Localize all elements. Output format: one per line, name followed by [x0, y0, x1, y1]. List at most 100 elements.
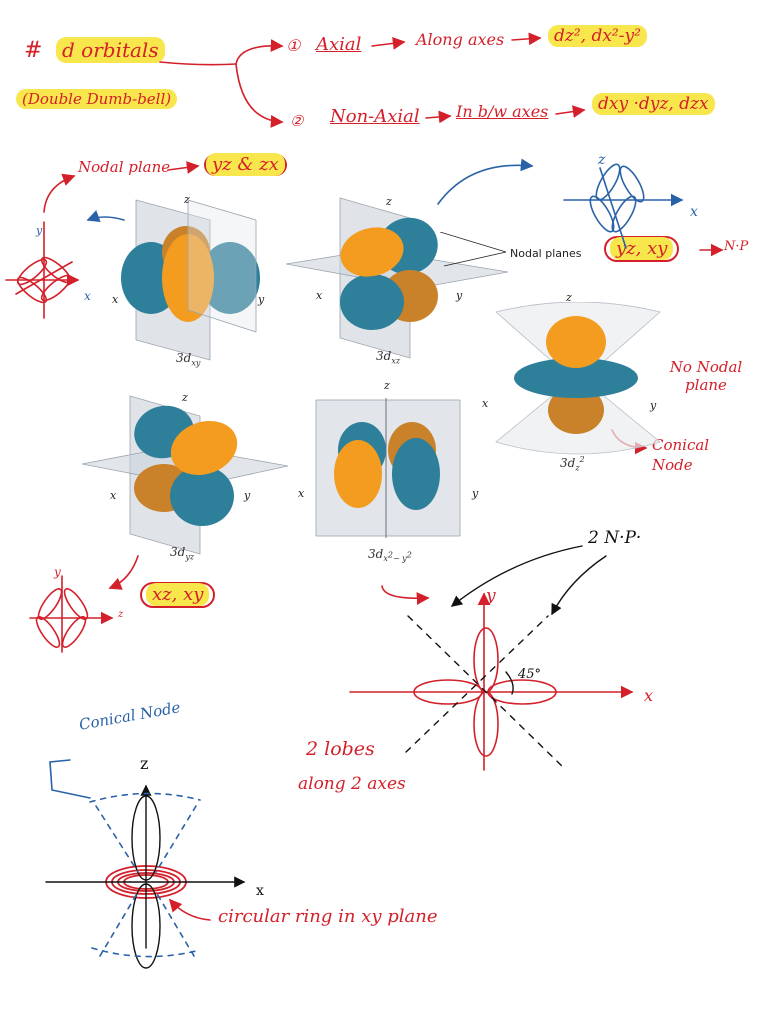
dxy-star-sketch: [5, 221, 80, 319]
dz2-caption-main: 3d: [560, 456, 576, 470]
dx2y2-sketch: [349, 592, 634, 771]
np-abbrev: N·P: [724, 239, 749, 254]
b1-arrow-a: [371, 37, 406, 50]
dz2-sketch-upper-lobe: [131, 795, 161, 881]
dyz-np-value: xz, xy: [140, 582, 216, 608]
dx2y2-axis-z: z: [384, 379, 390, 392]
conical-node-note: Conical Node: [652, 436, 710, 474]
dz2-axis-y: y: [650, 399, 657, 412]
subtitle-text: (Double Dumb-bell): [16, 89, 178, 109]
dxy-sketch-x: x: [84, 289, 91, 303]
dx2y2-sketch-y-label: y: [486, 586, 496, 606]
branch2-orbitals-text: dxy ·dyz, dzx: [592, 93, 715, 115]
title-text: d orbitals: [56, 37, 165, 63]
lobes-note-2: along 2 axes: [298, 774, 406, 794]
dxy-axis-z: z: [184, 193, 190, 206]
dz2-axis-x: x: [482, 397, 489, 410]
orbital-3dx2y2: [315, 398, 461, 538]
dz2-caption-sub: z: [575, 463, 580, 473]
two-np-arrow-right: [551, 555, 607, 616]
branch2-number: ②: [290, 112, 304, 130]
title-hash: #: [24, 38, 43, 63]
title: d orbitals: [56, 37, 165, 63]
b2-arrow-b: [555, 105, 586, 118]
dz2-caption: 3dz2: [560, 456, 585, 472]
dxz-axis-x: x: [316, 289, 323, 302]
dx2y2-caption: 3dx2− y2: [368, 548, 412, 563]
dx2y2-small-arrow: [381, 585, 430, 605]
orbital-3dxz: [286, 197, 508, 359]
dz2-caption-sup: 2: [579, 455, 585, 464]
orbital-3dz2: [495, 302, 661, 455]
dx2y2-sub-sup2: 2: [406, 550, 412, 560]
dyz-sketch-y: y: [53, 565, 61, 579]
b1-arrow-b: [511, 32, 542, 46]
dx2y2-sub-mid: − y: [392, 554, 407, 564]
b2-arrow-a: [425, 110, 452, 124]
nodal-plane-value-text: yz & zx: [206, 153, 285, 176]
dz2-sketch-lower-lobe: [131, 883, 161, 969]
nodal-plane-arrow: [167, 161, 200, 174]
dx2y2-dashed-planes: [405, 615, 567, 771]
branch1-type: Axial: [316, 34, 362, 55]
dyz-axis-x: x: [110, 489, 117, 502]
angle-arc: [505, 671, 514, 695]
conical-dashed-lines: [89, 792, 201, 958]
branch2-orbitals: dxy ·dyz, dzx: [592, 93, 715, 115]
branch1-arrow: [235, 39, 284, 65]
no-nodal-plane-note: No Nodal plane: [669, 358, 743, 394]
dx2y2-axis-y: y: [472, 487, 479, 500]
orbital-3dxy: [121, 199, 260, 361]
dxz-blue-arrow: [437, 158, 534, 205]
dyz-axis-z: z: [182, 391, 188, 404]
dxz-sketch-z: z: [597, 152, 606, 168]
dxy-axis-y: y: [258, 293, 265, 306]
dx2y2-caption-sub: x2− y2: [383, 550, 412, 564]
branch2-desc: In b/w axes: [456, 102, 549, 121]
dxy-sketch-y: y: [35, 224, 43, 237]
dyz-axis-y: y: [244, 489, 251, 502]
branch2-type: Non-Axial: [330, 106, 420, 127]
dxz-sketch-x: x: [690, 204, 698, 220]
dxy-caption-main: 3d: [176, 351, 192, 365]
dyz-caption-sub: yz: [185, 552, 195, 562]
dyz-caption: 3dyz: [170, 546, 194, 561]
sketch-z-label: z: [140, 754, 149, 773]
dx2y2-caption-main: 3d: [368, 547, 384, 561]
dx2y2-axis-x: x: [298, 487, 305, 500]
nodal-planes-leaders: [440, 232, 507, 267]
dxy-caption-sub: xy: [191, 358, 201, 368]
dyz-caption-main: 3d: [170, 545, 186, 559]
dyz-np-value-text: xz, xy: [146, 583, 210, 606]
conical-node-bracket: [49, 759, 91, 799]
nodal-plane-value: yz & zx: [204, 153, 287, 176]
dxz-caption: 3dxz: [376, 350, 400, 365]
dx2y2-sketch-x-label: x: [644, 686, 654, 705]
dxz-np-value-text: yz, xy: [610, 237, 674, 260]
dxz-caption-sub: xz: [391, 356, 401, 366]
dyz-star-sketch: [29, 575, 114, 653]
lobes-note-1: 2 lobes: [306, 738, 375, 760]
circular-ring-note: circular ring in xy plane: [218, 906, 438, 927]
branch1-orbitals-text: dz², dx²-y²: [548, 25, 647, 47]
nodal-curve-arrow: [43, 173, 76, 213]
dxy-caption: 3dxy: [176, 352, 200, 367]
subtitle: (Double Dumb-bell): [16, 89, 178, 109]
two-np-arrow-left: [450, 545, 583, 607]
dxy-blue-arrow: [86, 210, 125, 223]
sketch-x-label: x: [256, 883, 264, 899]
dyz-sketch-z-label: z: [118, 609, 124, 620]
angle-label: 45°: [518, 667, 542, 682]
circular-ring-arrow: [168, 898, 211, 921]
orbital-3dyz: [82, 395, 288, 555]
branch2-arrow: [235, 63, 284, 128]
dxz-np-value: yz, xy: [604, 236, 680, 262]
two-nodal-planes: 2 N·P·: [588, 528, 642, 548]
dxz-blue-sketch: [563, 163, 684, 249]
dxz-axis-y: y: [456, 289, 463, 302]
branch1-number: ①: [286, 36, 301, 55]
branch1-orbitals: dz², dx²-y²: [548, 25, 647, 47]
nodal-planes-label: Nodal planes: [510, 247, 582, 260]
